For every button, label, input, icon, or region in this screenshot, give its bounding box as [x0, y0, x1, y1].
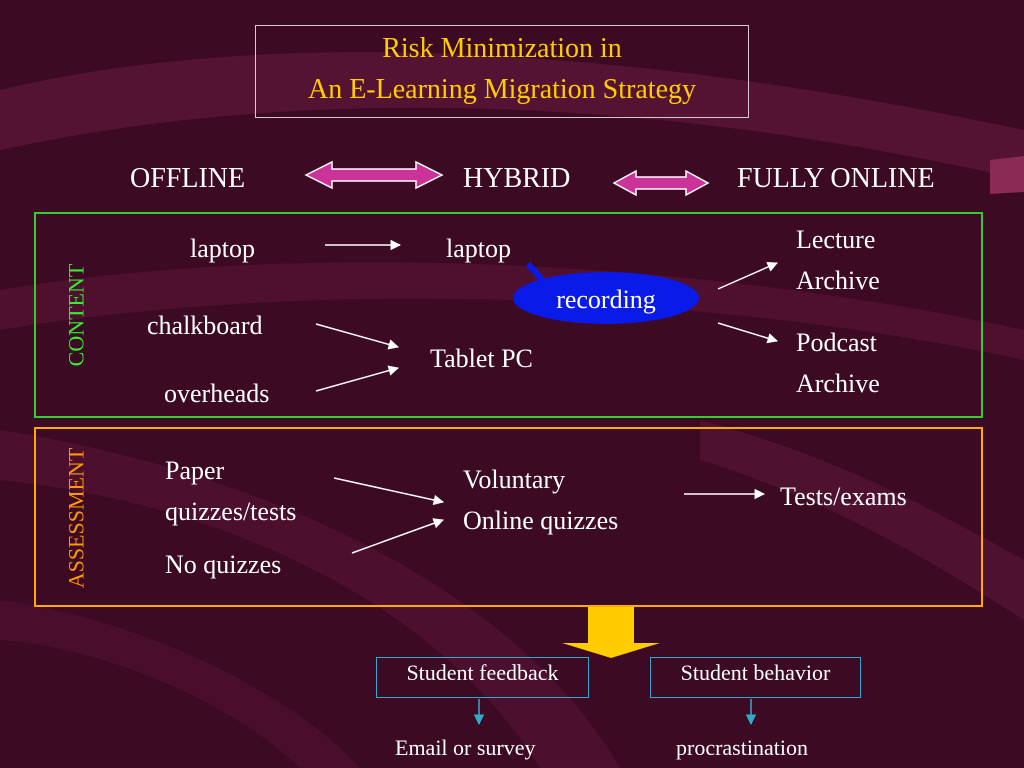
- offline-hybrid-double-arrow: [304, 160, 444, 190]
- student-feedback-label: Student feedback: [406, 660, 559, 685]
- lecture-archive-line-2: Archive: [796, 266, 880, 295]
- chalkboard-label: chalkboard: [147, 311, 263, 340]
- recording-ellipse: [513, 272, 699, 324]
- assessment-section-box: [34, 427, 983, 607]
- paper-quizzes-line-1: Paper: [165, 456, 225, 485]
- no-quizzes-label: No quizzes: [165, 550, 282, 579]
- podcast-archive-line-2: Archive: [796, 369, 880, 398]
- arrow-paper-to-voluntary: [333, 477, 445, 506]
- hybrid-label: HYBRID: [463, 163, 571, 194]
- title-line-2: An E-Learning Migration Strategy: [307, 74, 696, 105]
- student-behavior-box: [650, 657, 861, 698]
- title-box: [255, 25, 749, 118]
- arrow-recording-to-podcast: [717, 322, 779, 344]
- lecture-archive-line-1: Lecture: [796, 225, 876, 254]
- content-section-box: [34, 212, 983, 418]
- email-survey-label: Email or survey: [395, 735, 536, 760]
- offline-label: OFFLINE: [130, 163, 246, 194]
- voluntary-quizzes-line-2: Online quizzes: [463, 506, 619, 535]
- podcast-archive-line-1: Podcast: [796, 328, 877, 357]
- paper-quizzes-line-2: quizzes/tests: [165, 497, 297, 526]
- laptop-offline: laptop: [190, 234, 255, 263]
- voluntary-quizzes-line-1: Voluntary: [463, 465, 566, 494]
- recording-label: recording: [556, 285, 656, 314]
- title-line-1: Risk Minimization in: [382, 33, 622, 64]
- edge-stripe: [990, 156, 1024, 194]
- procrastination-label: procrastination: [676, 735, 808, 760]
- arrow-noquiz-to-voluntary: [351, 518, 444, 554]
- down-arrow: [562, 607, 660, 658]
- student-behavior-label: Student behavior: [680, 660, 831, 685]
- hybrid-online-double-arrow: [612, 169, 710, 197]
- tests-exams-label: Tests/exams: [780, 482, 907, 511]
- overheads-label: overheads: [164, 379, 270, 408]
- laptop-hybrid: laptop: [446, 234, 511, 263]
- arrow-overheads-to-tablet: [315, 365, 400, 392]
- arrow-chalkboard-to-tablet: [315, 323, 400, 350]
- arrow-recording-to-lecture: [717, 262, 778, 290]
- student-feedback-box: [376, 657, 589, 698]
- tablet-pc-label: Tablet PC: [430, 344, 533, 373]
- fully-online-label: FULLY ONLINE: [737, 163, 935, 194]
